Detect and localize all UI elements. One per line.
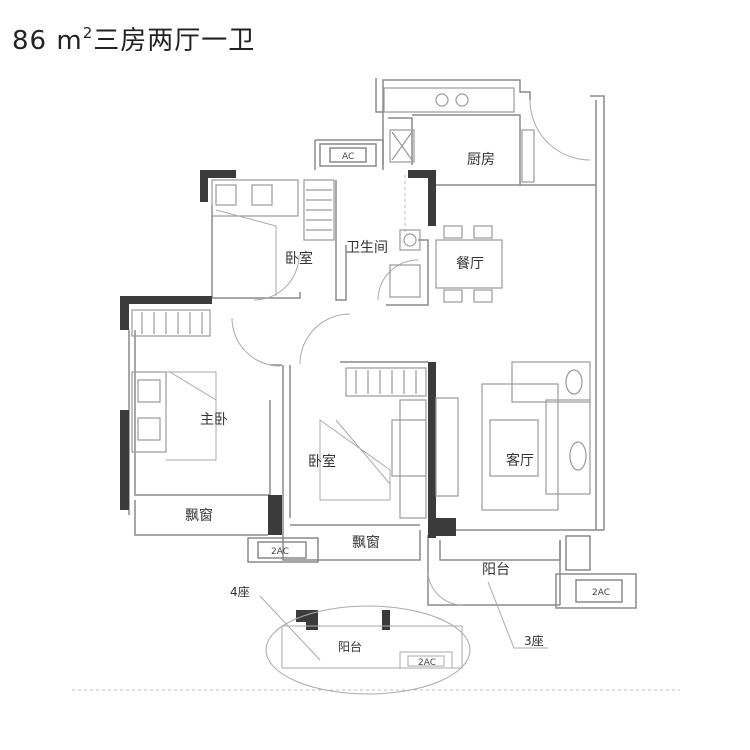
fridge (521, 129, 535, 183)
dining-table (435, 239, 503, 289)
bed-top-headboard (211, 179, 299, 217)
shower (389, 264, 421, 298)
wardrobe-master (131, 309, 211, 337)
mid-bed-side (399, 399, 427, 519)
label-dining: 餐厅 (456, 256, 484, 272)
layout-type: 三房两厅一卫 (93, 26, 256, 56)
kitchen-counter (383, 87, 515, 113)
furniture (131, 87, 591, 695)
label-bay-window-mid: 飘窗 (352, 534, 380, 551)
area-unit-superscript: 2 (82, 24, 94, 42)
area-value: 86 m (12, 26, 83, 56)
label-master-bedroom: 主卧 (200, 412, 228, 428)
kitchen-sink (389, 129, 415, 163)
label-seat4: 4座 (230, 584, 250, 599)
variant-outline (265, 605, 471, 695)
label-seat3: 3座 (524, 633, 544, 648)
label-ac-top: AC (342, 152, 354, 162)
seat4-leader (259, 595, 321, 661)
toilet (399, 229, 421, 251)
label-balcony: 阳台 (482, 562, 510, 578)
wardrobe-top (303, 179, 335, 241)
label-balcony-alt: 阳台 (338, 639, 362, 654)
label-ac-right: 2AC (592, 588, 610, 598)
label-ac-alt: 2AC (418, 658, 436, 668)
label-bedroom-top: 卧室 (285, 250, 313, 267)
thick-walls (120, 170, 456, 630)
tv-cabinet (435, 397, 459, 497)
label-kitchen: 厨房 (467, 152, 495, 168)
label-ac-left: 2AC (271, 547, 289, 557)
master-bed-head (131, 371, 167, 453)
plan-title: 86 m2三房两厅一卫 (12, 24, 256, 56)
seat3-leader (487, 581, 548, 649)
living-area (481, 383, 559, 511)
label-living: 客厅 (506, 452, 534, 469)
thin-walls (72, 78, 680, 691)
label-bay-window-left: 飘窗 (185, 507, 213, 524)
label-bedroom-mid: 卧室 (308, 453, 336, 470)
room-labels: 厨房 卫生间 餐厅 卧室 主卧 卧室 客厅 飘窗 飘窗 阳台 阳台 4座 3座 … (185, 152, 610, 668)
sofa (545, 399, 591, 495)
label-bathroom: 卫生间 (346, 240, 388, 256)
coffee-table (489, 419, 539, 477)
wardrobe-mid (345, 367, 427, 397)
